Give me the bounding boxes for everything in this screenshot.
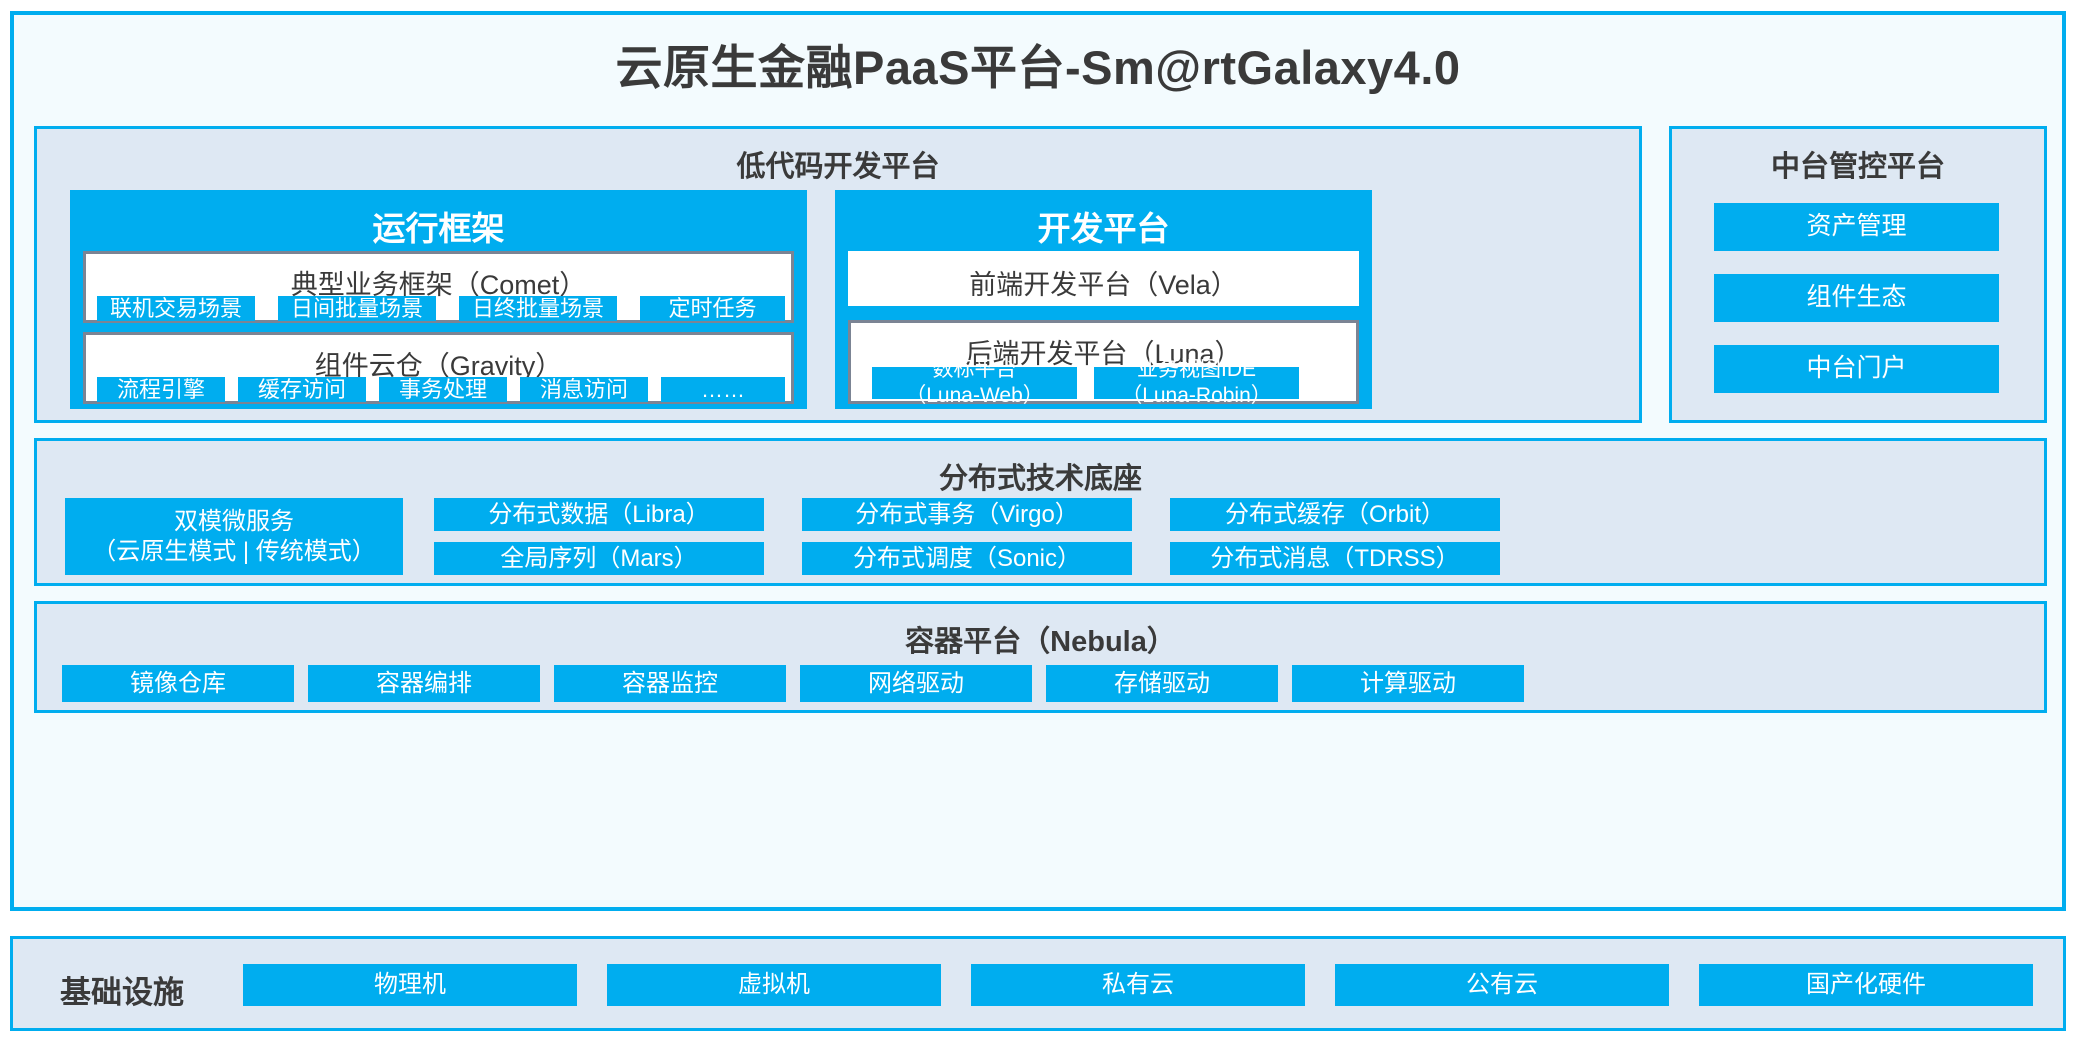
gravity-item-1[interactable]: 缓存访问 (238, 377, 366, 402)
container-item-2[interactable]: 容器监控 (554, 665, 786, 702)
luna-item-0[interactable]: 数标平台 （Luna-Web） (872, 358, 1077, 407)
luna-item-1[interactable]: 业务视图IDE （Luna-Robin） (1094, 358, 1299, 407)
luna-title: 后端开发平台（Luna） (965, 339, 1242, 369)
page-title: 云原生金融PaaS平台-Sm@rtGalaxy4.0 (615, 41, 1461, 94)
dev-platform-title: 开发平台 (1037, 210, 1170, 247)
gravity-item-3[interactable]: 消息访问 (520, 377, 648, 402)
gravity-item-2[interactable]: 事务处理 (379, 377, 507, 402)
console-platform-title: 中台管控平台 (1770, 151, 1945, 183)
distributed-item-sonic[interactable]: 分布式调度（Sonic） (802, 542, 1132, 575)
comet-item-1[interactable]: 日间批量场景 (278, 296, 436, 321)
console-platform-panel: 中台管控平台 资产管理 组件生态 中台门户 (1669, 126, 2047, 423)
main-frame: 云原生金融PaaS平台-Sm@rtGalaxy4.0 低代码开发平台 运行框架 … (10, 11, 2066, 911)
comet-box: 典型业务框架（Comet） 联机交易场景 日间批量场景 日终批量场景 定时任务 (83, 251, 794, 323)
gravity-box: 组件云仓（Gravity） 流程引擎 缓存访问 事务处理 消息访问 …… (83, 332, 794, 404)
gravity-item-0[interactable]: 流程引擎 (97, 377, 225, 402)
comet-title: 典型业务框架（Comet） (290, 270, 587, 300)
container-platform-title: 容器平台（Nebula） (905, 626, 1176, 658)
container-item-5[interactable]: 计算驱动 (1292, 665, 1524, 702)
luna-box: 后端开发平台（Luna） 数标平台 （Luna-Web） 业务视图IDE （Lu… (848, 320, 1359, 407)
dev-platform-group: 开发平台 前端开发平台（Vela） 后端开发平台（Luna） 数标平台 （Lun… (835, 190, 1372, 409)
runtime-framework-title: 运行框架 (372, 210, 505, 247)
console-item-1[interactable]: 组件生态 (1714, 274, 1999, 322)
dual-mode-microservice-chip[interactable]: 双模微服务 （云原生模式 | 传统模式） (65, 498, 403, 575)
container-item-0[interactable]: 镜像仓库 (62, 665, 294, 702)
container-platform-panel: 容器平台（Nebula） 镜像仓库 容器编排 容器监控 网络驱动 存储驱动 计算… (34, 601, 2047, 713)
distributed-item-virgo[interactable]: 分布式事务（Virgo） (802, 498, 1132, 531)
comet-item-0[interactable]: 联机交易场景 (97, 296, 255, 321)
distributed-item-libra[interactable]: 分布式数据（Libra） (434, 498, 764, 531)
infrastructure-item-0[interactable]: 物理机 (243, 964, 577, 1006)
distributed-foundation-title: 分布式技术底座 (938, 463, 1142, 495)
comet-item-2[interactable]: 日终批量场景 (459, 296, 617, 321)
infrastructure-bar: 基础设施 物理机 虚拟机 私有云 公有云 国产化硬件 (10, 936, 2066, 1031)
gravity-item-4[interactable]: …… (661, 377, 785, 402)
runtime-framework-group: 运行框架 典型业务框架（Comet） 联机交易场景 日间批量场景 日终批量场景 … (70, 190, 807, 409)
gravity-title: 组件云仓（Gravity） (314, 351, 563, 381)
lowcode-platform-panel: 低代码开发平台 运行框架 典型业务框架（Comet） 联机交易场景 日间批量场景… (34, 126, 1642, 423)
vela-title: 前端开发平台（Vela） (969, 270, 1238, 300)
infrastructure-item-1[interactable]: 虚拟机 (607, 964, 941, 1006)
container-item-1[interactable]: 容器编排 (308, 665, 540, 702)
comet-item-3[interactable]: 定时任务 (640, 296, 785, 321)
distributed-item-mars[interactable]: 全局序列（Mars） (434, 542, 764, 575)
infrastructure-item-2[interactable]: 私有云 (971, 964, 1305, 1006)
infrastructure-item-4[interactable]: 国产化硬件 (1699, 964, 2033, 1006)
infrastructure-item-3[interactable]: 公有云 (1335, 964, 1669, 1006)
distributed-item-tdrss[interactable]: 分布式消息（TDRSS） (1170, 542, 1500, 575)
distributed-foundation-panel: 分布式技术底座 双模微服务 （云原生模式 | 传统模式） 分布式数据（Libra… (34, 438, 2047, 586)
console-item-0[interactable]: 资产管理 (1714, 203, 1999, 251)
vela-box: 前端开发平台（Vela） (848, 251, 1359, 306)
distributed-item-orbit[interactable]: 分布式缓存（Orbit） (1170, 498, 1500, 531)
infrastructure-label: 基础设施 (60, 975, 184, 1010)
container-item-3[interactable]: 网络驱动 (800, 665, 1032, 702)
container-item-4[interactable]: 存储驱动 (1046, 665, 1278, 702)
console-item-2[interactable]: 中台门户 (1714, 345, 1999, 393)
lowcode-platform-title: 低代码开发平台 (736, 151, 940, 183)
